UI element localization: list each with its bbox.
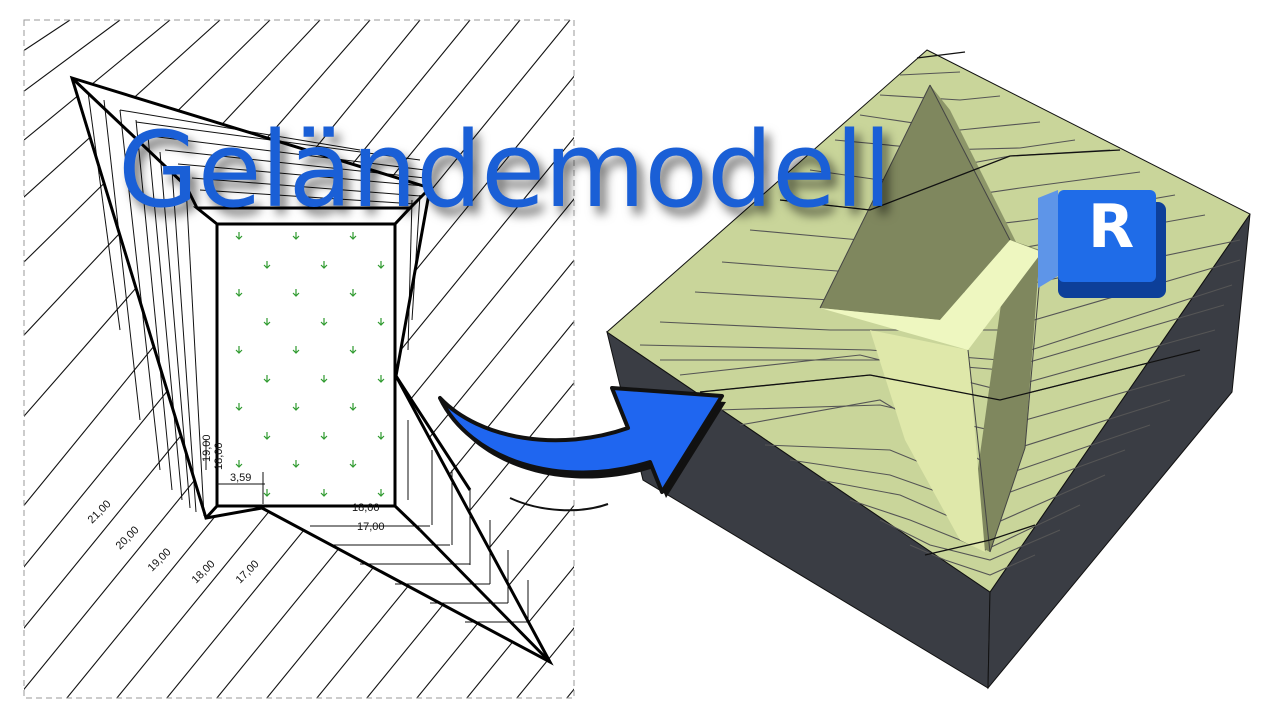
cut-slope-shadow [820,85,1010,320]
revit-logo: R [1038,180,1166,298]
dim-label-17-bottom: 17,00 [357,521,385,533]
dim-label-18-bottom: 18,00 [352,502,380,514]
excavation-floor [820,240,1042,350]
cut-slope-light [870,330,985,552]
grass-symbols [235,232,385,497]
dim-label-3-59: 3,59 [230,472,251,484]
page-title: Geländemodell [118,109,892,231]
dim-label-19-vertical: 19,00 [201,434,213,462]
cut-slope-shadow-2 [930,85,1020,250]
revit-logo-icon [1038,190,1166,298]
view-border [23,19,575,699]
cut-slope-right [968,240,1040,552]
revit-logo-letter: R [1088,192,1135,262]
building-pad [215,222,397,508]
dim-label-18-vertical: 18,00 [213,442,225,470]
slope-lines [87,91,529,623]
